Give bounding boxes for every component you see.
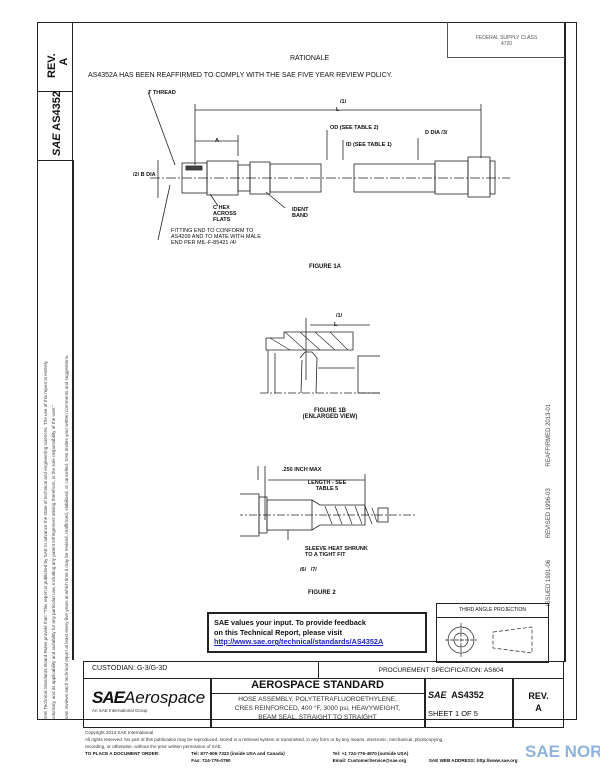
label-fitting: FITTING END TO CONFORM TO AS4209 AND TO …	[171, 228, 261, 246]
sae-aerospace-logo: SAEAerospace An SAE International Group	[92, 688, 206, 713]
sheet-number: SHEET 1 OF 5	[428, 709, 478, 718]
third-angle-projection-icon	[445, 623, 533, 657]
label-id: ID (SEE TABLE 1)	[346, 142, 392, 148]
figure-2-caption: FIGURE 2	[308, 590, 336, 596]
title-rev: REV. A	[528, 691, 549, 713]
procurement-box: PROCUREMENT SPECIFICATION: AS604	[318, 661, 564, 679]
title-divider-right	[512, 678, 514, 728]
doc-number-box	[37, 91, 73, 161]
title-divider-left	[210, 678, 212, 728]
label-ident: IDENT BAND	[292, 207, 309, 219]
label-thread: T THREAD	[148, 90, 176, 96]
feedback-box: SAE values your input. To provide feedba…	[207, 612, 427, 653]
fig2-max: .250 INCH MAX	[282, 467, 322, 473]
rationale-text: AS4352A HAS BEEN REAFFIRMED TO COMPLY WI…	[88, 72, 393, 79]
sae-logo: SAE	[51, 133, 63, 156]
fig1b-length: L	[334, 322, 338, 328]
fig1b-note1: /1/	[336, 313, 343, 319]
figure-1b-drawing	[260, 318, 380, 394]
fig2-length: LENGTH - SEE TABLE 5	[307, 480, 347, 492]
figure-2-drawing	[240, 466, 415, 540]
title-block	[83, 678, 564, 728]
projection-box: THIRD ANGLE PROJECTION	[436, 603, 549, 663]
label-note1: /1/	[340, 99, 347, 105]
footer: Copyright 2013 SAE International All rig…	[85, 730, 518, 763]
label-d-dia: D DIA /3/	[425, 130, 448, 136]
figure-1b-caption: FIGURE 1B (ENLARGED VIEW)	[302, 408, 358, 420]
custodian-box: CUSTODIAN: G-3/G-3D	[83, 661, 319, 679]
fsc-box: FEDERAL SUPPLY CLASS 4720	[447, 22, 565, 58]
sae-norm-watermark: SAE NORM	[525, 742, 600, 761]
label-hex: C HEX ACROSS FLATS	[213, 205, 237, 223]
disclaimer: SAE Technical Standards Board Rules prov…	[43, 354, 69, 720]
sidebar-doc-number: SAE AS4352	[51, 90, 63, 156]
label-length: L	[336, 107, 340, 113]
document-title: HOSE ASSEMBLY, POLYTETRAFLUOROETHYLENE, …	[234, 696, 401, 721]
fig2-sleeve: SLEEVE HEAT SHRUNK TO A TIGHT FIT	[305, 546, 368, 558]
rationale-title: RATIONALE	[290, 55, 330, 62]
figure-1a-caption: FIGURE 1A	[309, 264, 342, 270]
label-a: A	[215, 138, 219, 144]
label-od: OD (SEE TABLE 2)	[330, 125, 379, 131]
title-divider-mid	[424, 678, 426, 728]
feedback-link[interactable]: http://www.sae.org/technical/standards/A…	[214, 637, 384, 646]
fig2-notes: /6/ /7/	[300, 567, 317, 573]
standard-heading: AEROSPACE STANDARD	[211, 679, 424, 694]
page-frame	[37, 22, 577, 720]
sidebar-divider	[72, 160, 74, 660]
sae-logo: SAE	[428, 690, 447, 700]
doc-id: SAE AS4352	[428, 690, 484, 700]
revision-history: ISSUED 1991-06 REVISED 1996-03 REAFFIRME…	[546, 403, 552, 606]
sidebar-rev: REV. A	[46, 53, 70, 78]
label-b-dia: /2/ B DIA	[133, 172, 156, 178]
figure-1a-drawing	[147, 91, 510, 241]
right-strip-divider	[564, 22, 566, 662]
